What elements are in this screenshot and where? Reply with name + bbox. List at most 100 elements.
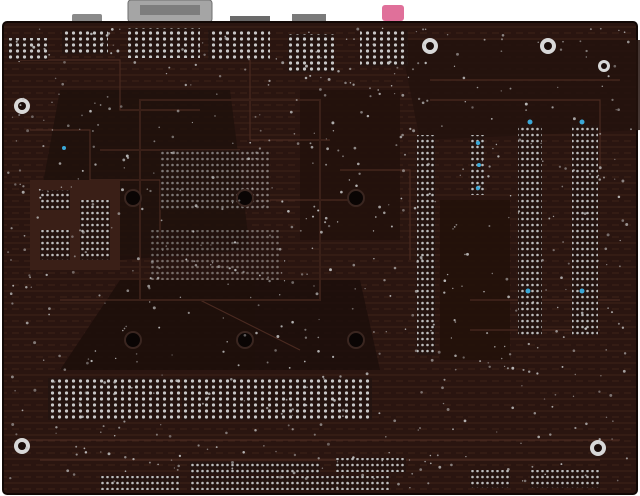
solder-dot [161,374,163,376]
solder-dot [181,48,184,51]
solder-dot [255,331,258,335]
solder-dot [585,49,588,53]
solder-dot [229,377,233,381]
solder-dot [383,278,386,282]
solder-dot [443,279,447,283]
solder-dot [79,229,82,232]
solder-dot [210,244,212,246]
solder-dot [626,40,630,44]
solder-dot [548,217,551,220]
solder-dot [22,185,25,188]
solder-dot [531,465,534,468]
solder-dot [438,465,442,469]
solder-dot [255,158,257,160]
audio-jack-pink [382,5,404,21]
solder-dot [86,361,89,365]
solder-dot [420,391,423,394]
solder-dot [374,216,377,218]
solder-dot [584,474,587,477]
solder-dot [291,281,295,284]
solder-dot [110,28,114,31]
solder-dot [70,186,72,188]
solder-dot [496,431,498,433]
solder-dot [122,158,126,162]
solder-dot [192,230,195,233]
solder-dot [572,169,575,172]
solder-dot [113,380,116,384]
solder-dot [107,452,111,456]
solder-dot [160,219,163,222]
solder-dot [94,163,97,166]
solder-dot [605,416,608,419]
solder-dot [420,258,423,261]
solder-dot [103,381,107,384]
mounting-holes [14,38,610,456]
solder-dot [53,380,56,383]
solder-dot [42,145,45,148]
solder-dot [177,464,180,468]
solder-dot [15,140,18,142]
blue-vias [62,119,585,294]
solder-dot [45,273,48,277]
solder-dot [560,463,563,466]
solder-dot [124,456,127,459]
solder-dot [47,190,49,193]
solder-dot [158,126,161,129]
solder-dot [132,457,135,461]
solder-dot [263,205,265,207]
solder-dot [452,287,454,290]
solder-dot [557,86,559,89]
solder-dot [605,349,607,351]
solder-dot [18,60,20,63]
solder-dot [306,386,308,389]
solder-dot [26,129,30,133]
solder-dot [549,433,552,436]
solder-dot [184,83,187,87]
solder-dot [388,204,390,206]
solder-dot [476,86,479,89]
solder-dot [574,373,577,376]
solder-dot [463,419,467,423]
solder-dot [258,274,261,277]
solder-dot [63,368,67,371]
solder-dot [59,396,62,399]
solder-dot [310,145,314,149]
solder-dot [369,95,372,98]
solder-dot [287,424,290,427]
solder-dot [523,479,527,483]
solder-dot [536,346,539,349]
solder-dot [281,200,284,203]
solder-dot [285,398,288,401]
solder-dot [296,142,300,145]
solder-dot [55,426,58,429]
solder-dot [507,295,510,299]
solder-dot [29,276,31,279]
solder-dot [342,474,344,477]
solder-dot [100,431,102,433]
solder-dot [381,459,383,462]
solder-dot [283,280,286,282]
solder-dot [293,133,296,135]
solder-dot [346,482,350,485]
solder-dot [596,259,599,262]
solder-dot [417,62,420,65]
solder-dot [515,309,518,312]
solder-dot [214,115,216,117]
solder-dot [119,28,121,30]
solder-dot [430,329,432,332]
solder-dot [616,479,619,482]
solder-dot [611,98,614,102]
solder-dot [14,183,17,186]
solder-dot [497,155,500,158]
solder-dot [409,127,412,130]
solder-dot [589,28,592,31]
solder-dot [372,43,375,46]
solder-dot [446,273,449,276]
solder-dot [521,385,523,387]
solder-dot [224,36,228,40]
solder-dot [332,355,335,358]
solder-dot [500,38,504,41]
solder-dot [158,266,161,270]
solder-dot [532,301,535,304]
solder-dot [201,42,204,44]
